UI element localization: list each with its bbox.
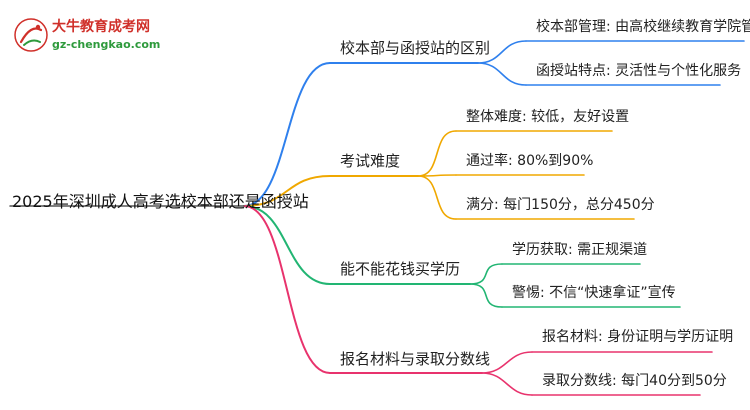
- logo-title: 大牛教育成考网: [52, 19, 150, 35]
- leaf-connector: [477, 40, 527, 64]
- leaf-connector: [469, 263, 503, 285]
- mindmap-underlines: [9, 40, 745, 396]
- branch-connector: [243, 62, 331, 207]
- leaf-topic: 学历获取: 需正规渠道: [512, 242, 648, 258]
- leaf-connector: [417, 130, 457, 177]
- branch-topic: 考试难度: [340, 152, 401, 170]
- leaf-connector: [481, 351, 533, 374]
- branch-connector: [243, 205, 331, 285]
- leaf-topic: 录取分数线: 每门40分到50分: [542, 373, 727, 389]
- leaf-connector: [477, 62, 527, 86]
- leaf-topic: 通过率: 80%到90%: [466, 153, 594, 169]
- mindmap-connectors: [243, 40, 533, 396]
- branch-connector: [243, 205, 331, 374]
- branch-topic: 报名材料与录取分数线: [340, 350, 491, 368]
- leaf-topic: 报名材料: 身份证明与学历证明: [542, 329, 734, 345]
- leaf-topic: 警惕: 不信“快速拿证”宣传: [512, 285, 676, 301]
- leaf-connector: [481, 372, 533, 396]
- leaf-connector: [469, 283, 503, 308]
- leaf-topic: 函授站特点: 灵活性与个性化服务: [536, 63, 742, 79]
- root-topic: 2025年深圳成人高考选校本部还是函授站: [12, 192, 309, 211]
- leaf-topic: 整体难度: 较低，友好设置: [466, 109, 630, 125]
- logo-mark-icon: [14, 18, 48, 52]
- branch-topic: 校本部与函授站的区别: [340, 39, 491, 57]
- branch-topic: 能不能花钱买学历: [340, 260, 461, 278]
- logo-url: gz-chengkao.com: [52, 38, 161, 51]
- leaf-topic: 校本部管理: 由高校继续教育学院管理: [536, 19, 750, 35]
- leaf-connector: [417, 175, 457, 220]
- branch-connector: [243, 175, 331, 207]
- leaf-topic: 满分: 每门150分，总分450分: [466, 197, 655, 213]
- site-logo: 大牛教育成考网 gz-chengkao.com: [14, 16, 184, 56]
